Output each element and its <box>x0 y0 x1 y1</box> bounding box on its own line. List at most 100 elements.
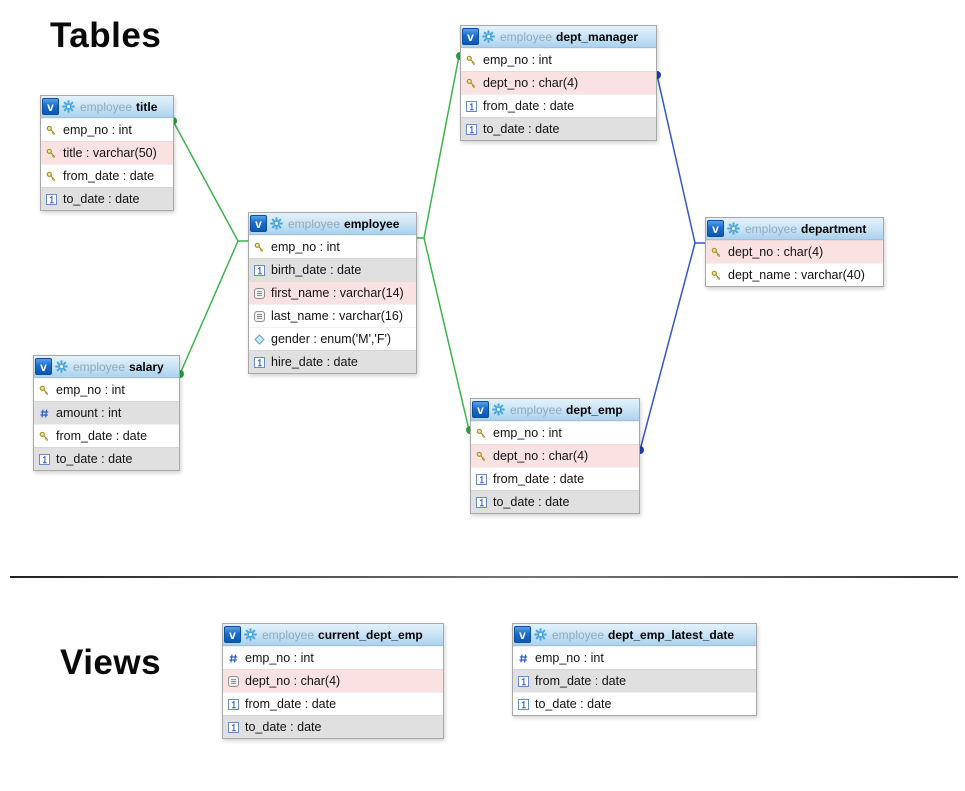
column-label: from_date : date <box>245 697 337 711</box>
date-icon <box>45 193 58 205</box>
column-label: title : varchar(50) <box>63 146 157 160</box>
column-row[interactable]: from_date : date <box>471 467 639 490</box>
connection-dept-manager-department <box>656 74 705 244</box>
table-title[interactable]: v employee title emp_no : int title : va… <box>40 95 174 211</box>
column-label: emp_no : int <box>63 123 132 137</box>
key-icon <box>465 55 478 66</box>
view-current-dept-emp[interactable]: v employee current_dept_emp emp_no : int… <box>222 623 444 739</box>
column-row[interactable]: from_date : date <box>41 164 173 187</box>
table-header[interactable]: v employee title <box>41 96 173 118</box>
view-badge-icon: v <box>35 358 52 375</box>
column-row[interactable]: to_date : date <box>471 490 639 513</box>
text-icon <box>227 675 240 687</box>
table-name: dept_manager <box>556 29 639 44</box>
section-divider <box>10 576 958 578</box>
table-header[interactable]: v employee department <box>706 218 883 240</box>
gear-icon <box>492 403 505 416</box>
column-row[interactable]: from_date : date <box>223 692 443 715</box>
column-row[interactable]: dept_no : char(4) <box>471 444 639 467</box>
key-icon <box>475 451 488 462</box>
view-dept-emp-latest-date[interactable]: v employee dept_emp_latest_date emp_no :… <box>512 623 757 716</box>
int-icon <box>517 653 530 664</box>
date-icon <box>465 123 478 135</box>
column-label: first_name : varchar(14) <box>271 286 404 300</box>
column-row[interactable]: to_date : date <box>461 117 656 140</box>
column-row[interactable]: emp_no : int <box>249 235 416 258</box>
column-label: emp_no : int <box>245 651 314 665</box>
column-label: last_name : varchar(16) <box>271 309 404 323</box>
schema-name: employee <box>745 221 798 236</box>
date-icon <box>227 721 240 733</box>
column-label: emp_no : int <box>271 240 340 254</box>
table-header[interactable]: v employee dept_emp <box>471 399 639 421</box>
table-header[interactable]: v employee dept_emp_latest_date <box>513 624 756 646</box>
column-row[interactable]: emp_no : int <box>34 378 179 401</box>
column-label: dept_no : char(4) <box>728 245 824 259</box>
table-dept-manager[interactable]: v employee dept_manager emp_no : int dep… <box>460 25 657 141</box>
column-label: dept_no : char(4) <box>245 674 341 688</box>
column-row[interactable]: dept_no : char(4) <box>223 669 443 692</box>
column-row[interactable]: amount : int <box>34 401 179 424</box>
column-label: dept_name : varchar(40) <box>728 268 865 282</box>
key-icon <box>253 242 266 253</box>
key-icon <box>45 171 58 182</box>
column-row[interactable]: dept_name : varchar(40) <box>706 263 883 286</box>
gear-icon <box>534 628 547 641</box>
column-row[interactable]: first_name : varchar(14) <box>249 281 416 304</box>
table-header[interactable]: v employee salary <box>34 356 179 378</box>
column-label: from_date : date <box>483 99 575 113</box>
column-label: to_date : date <box>535 697 612 711</box>
column-row[interactable]: title : varchar(50) <box>41 141 173 164</box>
gear-icon <box>55 360 68 373</box>
table-employee[interactable]: v employee employee emp_no : int birth_d… <box>248 212 417 374</box>
column-label: to_date : date <box>493 495 570 509</box>
table-header[interactable]: v employee dept_manager <box>461 26 656 48</box>
int-icon <box>38 408 51 419</box>
date-icon <box>253 356 266 368</box>
table-name: title <box>136 99 158 114</box>
column-row[interactable]: gender : enum('M','F') <box>249 327 416 350</box>
column-row[interactable]: emp_no : int <box>223 646 443 669</box>
column-row[interactable]: to_date : date <box>223 715 443 738</box>
table-name: employee <box>344 216 400 231</box>
view-badge-icon: v <box>462 28 479 45</box>
text-icon <box>253 287 266 299</box>
table-dept-emp[interactable]: v employee dept_emp emp_no : int dept_no… <box>470 398 640 514</box>
column-row[interactable]: last_name : varchar(16) <box>249 304 416 327</box>
column-label: emp_no : int <box>483 53 552 67</box>
views-section-heading: Views <box>60 643 162 682</box>
column-row[interactable]: hire_date : date <box>249 350 416 373</box>
column-label: emp_no : int <box>493 426 562 440</box>
column-row[interactable]: birth_date : date <box>249 258 416 281</box>
column-row[interactable]: to_date : date <box>34 447 179 470</box>
view-badge-icon: v <box>224 626 241 643</box>
schema-name: employee <box>552 627 605 642</box>
column-row[interactable]: from_date : date <box>461 94 656 117</box>
table-department[interactable]: v employee department dept_no : char(4) … <box>705 217 884 287</box>
table-salary[interactable]: v employee salary emp_no : int amount : … <box>33 355 180 471</box>
column-row[interactable]: to_date : date <box>41 187 173 210</box>
column-label: to_date : date <box>56 452 133 466</box>
column-label: to_date : date <box>63 192 140 206</box>
column-row[interactable]: to_date : date <box>513 692 756 715</box>
column-row[interactable]: emp_no : int <box>471 421 639 444</box>
column-row[interactable]: emp_no : int <box>41 118 173 141</box>
date-icon <box>517 675 530 687</box>
column-row[interactable]: dept_no : char(4) <box>461 71 656 94</box>
table-header[interactable]: v employee current_dept_emp <box>223 624 443 646</box>
column-row[interactable]: dept_no : char(4) <box>706 240 883 263</box>
column-row[interactable]: emp_no : int <box>461 48 656 71</box>
date-icon <box>227 698 240 710</box>
table-name: department <box>801 221 867 236</box>
column-row[interactable]: emp_no : int <box>513 646 756 669</box>
gear-icon <box>270 217 283 230</box>
table-name: current_dept_emp <box>318 627 423 642</box>
column-row[interactable]: from_date : date <box>34 424 179 447</box>
column-row[interactable]: from_date : date <box>513 669 756 692</box>
schema-name: employee <box>262 627 315 642</box>
column-label: emp_no : int <box>535 651 604 665</box>
table-header[interactable]: v employee employee <box>249 213 416 235</box>
date-icon <box>465 100 478 112</box>
key-icon <box>710 247 723 258</box>
